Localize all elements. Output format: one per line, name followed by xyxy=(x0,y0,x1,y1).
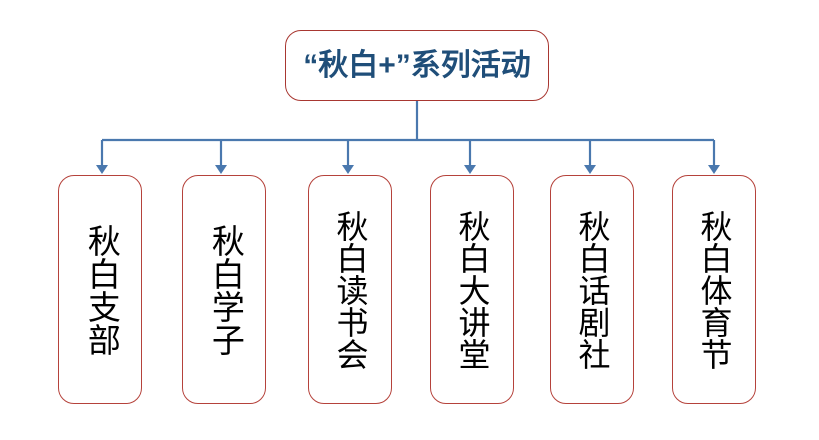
root-node[interactable]: “秋白+”系列活动 xyxy=(285,30,549,101)
arrow-head-6 xyxy=(708,165,720,174)
arrow-head-2 xyxy=(215,165,227,174)
leaf-node-1-label: 秋白支部 xyxy=(82,223,119,356)
leaf-node-4[interactable]: 秋白大讲堂 xyxy=(430,175,514,404)
leaf-node-3[interactable]: 秋白读书会 xyxy=(308,175,392,404)
leaf-node-5[interactable]: 秋白话剧社 xyxy=(550,175,634,404)
leaf-node-4-label: 秋白大讲堂 xyxy=(454,209,491,370)
leaf-node-2[interactable]: 秋白学子 xyxy=(182,175,266,404)
arrow-head-3 xyxy=(342,165,354,174)
root-node-label: “秋白+”系列活动 xyxy=(303,48,531,82)
arrow-head-5 xyxy=(584,165,596,174)
arrow-head-1 xyxy=(96,165,108,174)
leaf-node-3-label: 秋白读书会 xyxy=(332,209,369,370)
leaf-node-6-label: 秋白体育节 xyxy=(696,209,733,370)
leaf-node-2-label: 秋白学子 xyxy=(206,223,243,356)
arrow-head-4 xyxy=(464,165,476,174)
leaf-node-6[interactable]: 秋白体育节 xyxy=(672,175,756,404)
leaf-node-1[interactable]: 秋白支部 xyxy=(58,175,142,404)
leaf-node-5-label: 秋白话剧社 xyxy=(574,209,611,370)
